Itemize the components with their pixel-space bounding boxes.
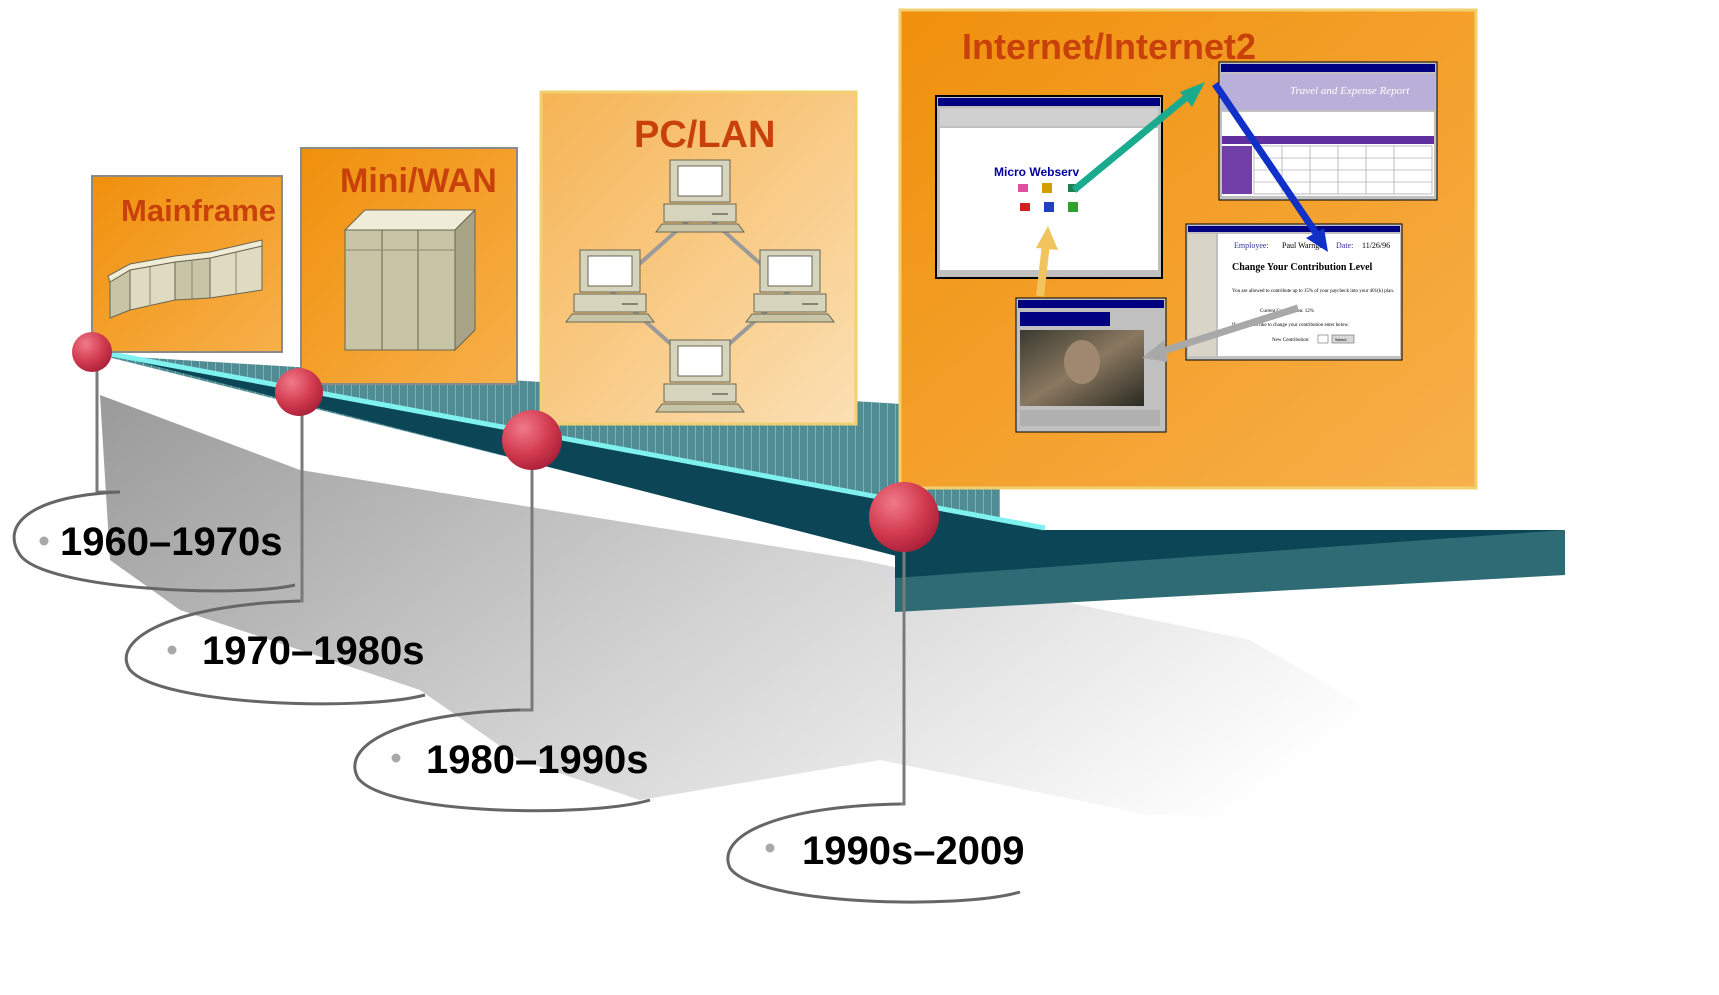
travel-title: Travel and Expense Report	[1290, 85, 1410, 97]
contribution-new: New Contribution:	[1272, 338, 1310, 343]
bullet-icon	[765, 843, 775, 853]
period-label-3: 1980–1990s	[426, 738, 649, 782]
arrow-blue-icon	[1212, 82, 1328, 252]
travel-expense-window: Travel and Expense Report	[1218, 61, 1438, 201]
era-title-mainframe: Mainframe	[121, 193, 277, 228]
timeline-pin-2	[275, 368, 323, 603]
timeline-back-wall	[100, 355, 1565, 580]
bullet-icon	[391, 753, 401, 763]
period-label-1: 1960–1970s	[60, 520, 283, 564]
timeline-pin-4	[869, 482, 939, 806]
era-box-pc-lan	[539, 90, 858, 426]
mainframe-icon	[107, 239, 263, 319]
era-box-mini-wan	[300, 147, 518, 385]
era-title-mini-wan: Mini/WAN	[340, 162, 497, 200]
label-ellipse-4	[726, 802, 1021, 904]
contribution-employee-name: Paul Warnga	[1282, 241, 1323, 250]
minicomputer-icon	[343, 208, 477, 352]
timeline-shadow	[100, 395, 1580, 830]
contribution-date: 11/26/96	[1362, 241, 1390, 250]
era-title-internet: Internet/Internet2	[962, 26, 1257, 67]
bullet-icon	[167, 645, 177, 655]
contribution-window: Employee: Paul Warnga Date: 11/26/96 Cha…	[1185, 223, 1403, 361]
arrow-gray-icon	[1142, 304, 1300, 362]
webserver-title: Micro Webserv	[994, 165, 1079, 179]
period-label-2: 1970–1980s	[202, 629, 425, 673]
timeline-front-band	[100, 352, 1045, 580]
contribution-body: You are allowed to contribute up to 15% …	[1232, 289, 1394, 294]
contribution-date-label: Date:	[1336, 241, 1353, 250]
label-ellipse-1	[12, 490, 296, 593]
era-title-pc-lan: PC/LAN	[634, 114, 776, 156]
contribution-heading: Change Your Contribution Level	[1232, 262, 1373, 273]
era-box-internet: Micro Webserv Travel and Expense Report	[898, 8, 1478, 490]
arrow-yellow-icon	[1036, 226, 1058, 297]
era-box-mainframe	[91, 175, 283, 353]
contribution-question: If you would like to change your contrib…	[1232, 323, 1349, 328]
lan-network-icon	[565, 159, 835, 413]
video-player-window	[1015, 297, 1167, 433]
label-ellipse-3	[353, 708, 651, 813]
bullet-icon	[39, 536, 49, 546]
timeline-pin-3	[502, 410, 562, 712]
web-screenshots-icon: Micro Webserv Travel and Expense Report	[935, 61, 1438, 433]
label-ellipse-2	[124, 599, 426, 706]
timeline-right-top	[895, 530, 1565, 578]
arrow-teal-icon	[1071, 82, 1205, 193]
contribution-employee-label: Employee:	[1234, 241, 1269, 250]
webserver-window: Micro Webserv	[935, 95, 1163, 279]
contribution-submit: Submit	[1335, 337, 1347, 342]
period-label-4: 1990s–2009	[802, 829, 1025, 873]
